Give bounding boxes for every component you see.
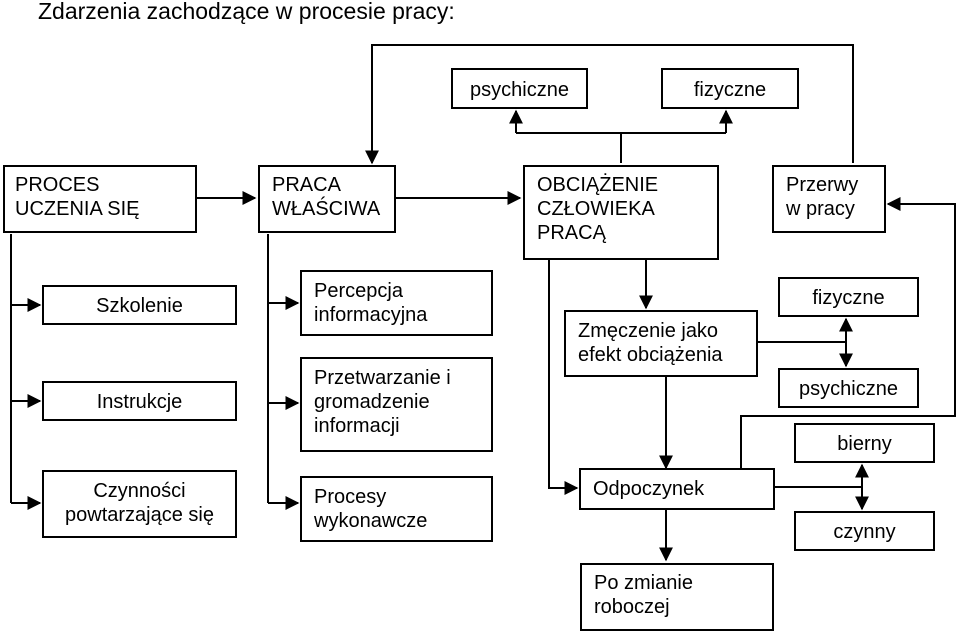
- fizyczne-top-box: fizyczne: [661, 68, 799, 109]
- przetwarzanie-box: Przetwarzanie i gromadzenie informacji: [300, 357, 493, 452]
- loop-odpoczynek-to-przerwy: [740, 197, 956, 470]
- loop-przerwy-to-praca: [365, 44, 854, 165]
- przerwy-box: Przerwy w pracy: [772, 165, 886, 233]
- czynny-box: czynny: [794, 511, 935, 551]
- psychiczne-right-box: psychiczne: [778, 368, 919, 408]
- psychiczne-top-box: psychiczne: [451, 68, 588, 109]
- bierny-box: bierny: [794, 423, 935, 463]
- percepcja-box: Percepcja informacyjna: [300, 270, 493, 336]
- page-title: Zdarzenia zachodzące w procesie pracy:: [38, 0, 455, 24]
- procesy-box: Procesy wykonawcze: [300, 476, 493, 542]
- szkolenie-box: Szkolenie: [42, 285, 237, 325]
- praca-wlasciwa-box: PRACA WŁAŚCIWA: [258, 165, 396, 233]
- po-zmianie-box: Po zmianie roboczej: [580, 563, 774, 631]
- arrow-obciazenie-to-odpoczynek: [548, 260, 579, 495]
- odpoczynek-box: Odpoczynek: [579, 468, 775, 510]
- fizyczne-right-box: fizyczne: [778, 277, 919, 317]
- instrukcje-box: Instrukcje: [42, 381, 237, 421]
- zmeczenie-box: Zmęczenie jako efekt obciążenia: [564, 310, 758, 377]
- czynnosci-box: Czynności powtarzające się: [42, 470, 237, 538]
- proces-uczenia-box: PROCES UCZENIA SIĘ: [3, 165, 197, 233]
- obciazenie-box: OBCIĄŻENIE CZŁOWIEKA PRACĄ: [523, 165, 719, 260]
